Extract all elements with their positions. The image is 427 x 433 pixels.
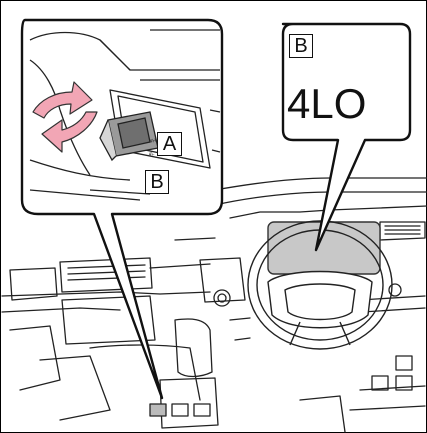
indicator-label-b-right: B bbox=[289, 34, 313, 58]
switch-label-a: A bbox=[157, 132, 182, 156]
indicator-label-b-left: B bbox=[145, 170, 169, 194]
drive-mode-indicator-text: 4LO bbox=[287, 80, 366, 128]
